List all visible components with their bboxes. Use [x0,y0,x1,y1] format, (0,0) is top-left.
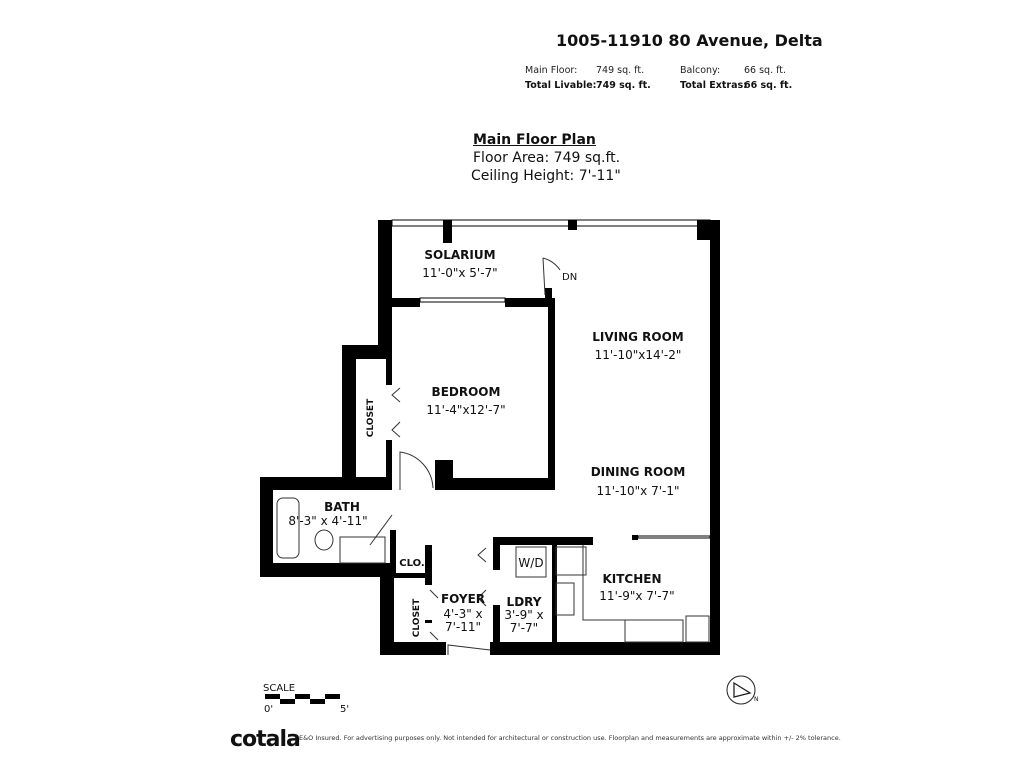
bathtub-icon [276,497,300,559]
laundry-dims: 3'-9" x [504,608,543,622]
room-labels: SOLARIUM 11'-0"x 5'-7" DN LIVING ROOM 11… [288,248,685,637]
balcony-value: 66 sq. ft. [744,65,787,76]
north-arrow-icon: N [726,675,759,705]
bedroom-dims: 11'-4"x12'-7" [426,403,505,417]
property-address: 1005-11910 80 Avenue, Delta [556,31,823,50]
foyer-dims: 4'-3" x [443,607,482,621]
living-room-label: LIVING ROOM [592,330,684,344]
toilet-icon [314,529,334,551]
total-livable-label: Total Livable: [525,80,597,91]
disclaimer: E&O Insured. For advertising purposes on… [299,734,841,742]
solarium-label: SOLARIUM [424,248,495,262]
plan-title: Main Floor Plan [473,132,596,148]
foyer-label: FOYER [441,592,485,606]
kitchen-label: KITCHEN [602,572,661,586]
sink-icon [555,582,575,616]
main-floor-value: 749 sq. ft. [596,65,645,76]
vanity-icon [339,536,386,564]
closet-label: CLOSET [366,398,376,437]
scale-end: 5' [340,704,349,715]
living-room-dims: 11'-10"x14'-2" [595,348,682,362]
scale-bar: SCALE 0' 5' [263,683,349,715]
laundry-label: LDRY [507,595,542,609]
bedroom-label: BEDROOM [432,385,501,399]
kitchen-dims: 11'-9"x 7'-7" [599,589,674,603]
solarium-dims: 11'-0"x 5'-7" [422,266,497,280]
bath-label: BATH [324,500,360,514]
laundry-dims: 7'-7" [510,621,538,635]
closet-label: CLOSET [412,598,422,637]
clo-label: CLO. [399,558,424,569]
total-livable-value: 749 sq. ft. [596,80,651,91]
scale-start: 0' [264,704,273,715]
down-label: DN [562,272,577,283]
fridge-icon [685,615,710,643]
balcony-label: Balcony: [680,65,721,76]
total-extras-label: Total Extras: [680,80,747,91]
washer-dryer-icon [515,546,547,578]
total-extras-value: 66 sq. ft. [744,80,793,91]
stove-icon [624,619,684,643]
cotala-logo: cotala [230,727,301,752]
floor-area: Floor Area: 749 sq.ft. [473,150,621,166]
scale-label: SCALE [263,683,295,694]
dining-room-label: DINING ROOM [591,465,686,479]
fixtures [276,257,710,655]
washer-dryer-label: W/D [518,556,543,570]
svg-text:N: N [754,696,759,703]
foyer-dims: 7'-11" [445,620,481,634]
ceiling-height: Ceiling Height: 7'-11" [471,168,621,184]
main-floor-label: Main Floor: [525,65,578,76]
bath-dims: 8'-3" x 4'-11" [288,514,367,528]
walls [260,219,720,655]
dining-room-dims: 11'-10"x 7'-1" [596,484,679,498]
